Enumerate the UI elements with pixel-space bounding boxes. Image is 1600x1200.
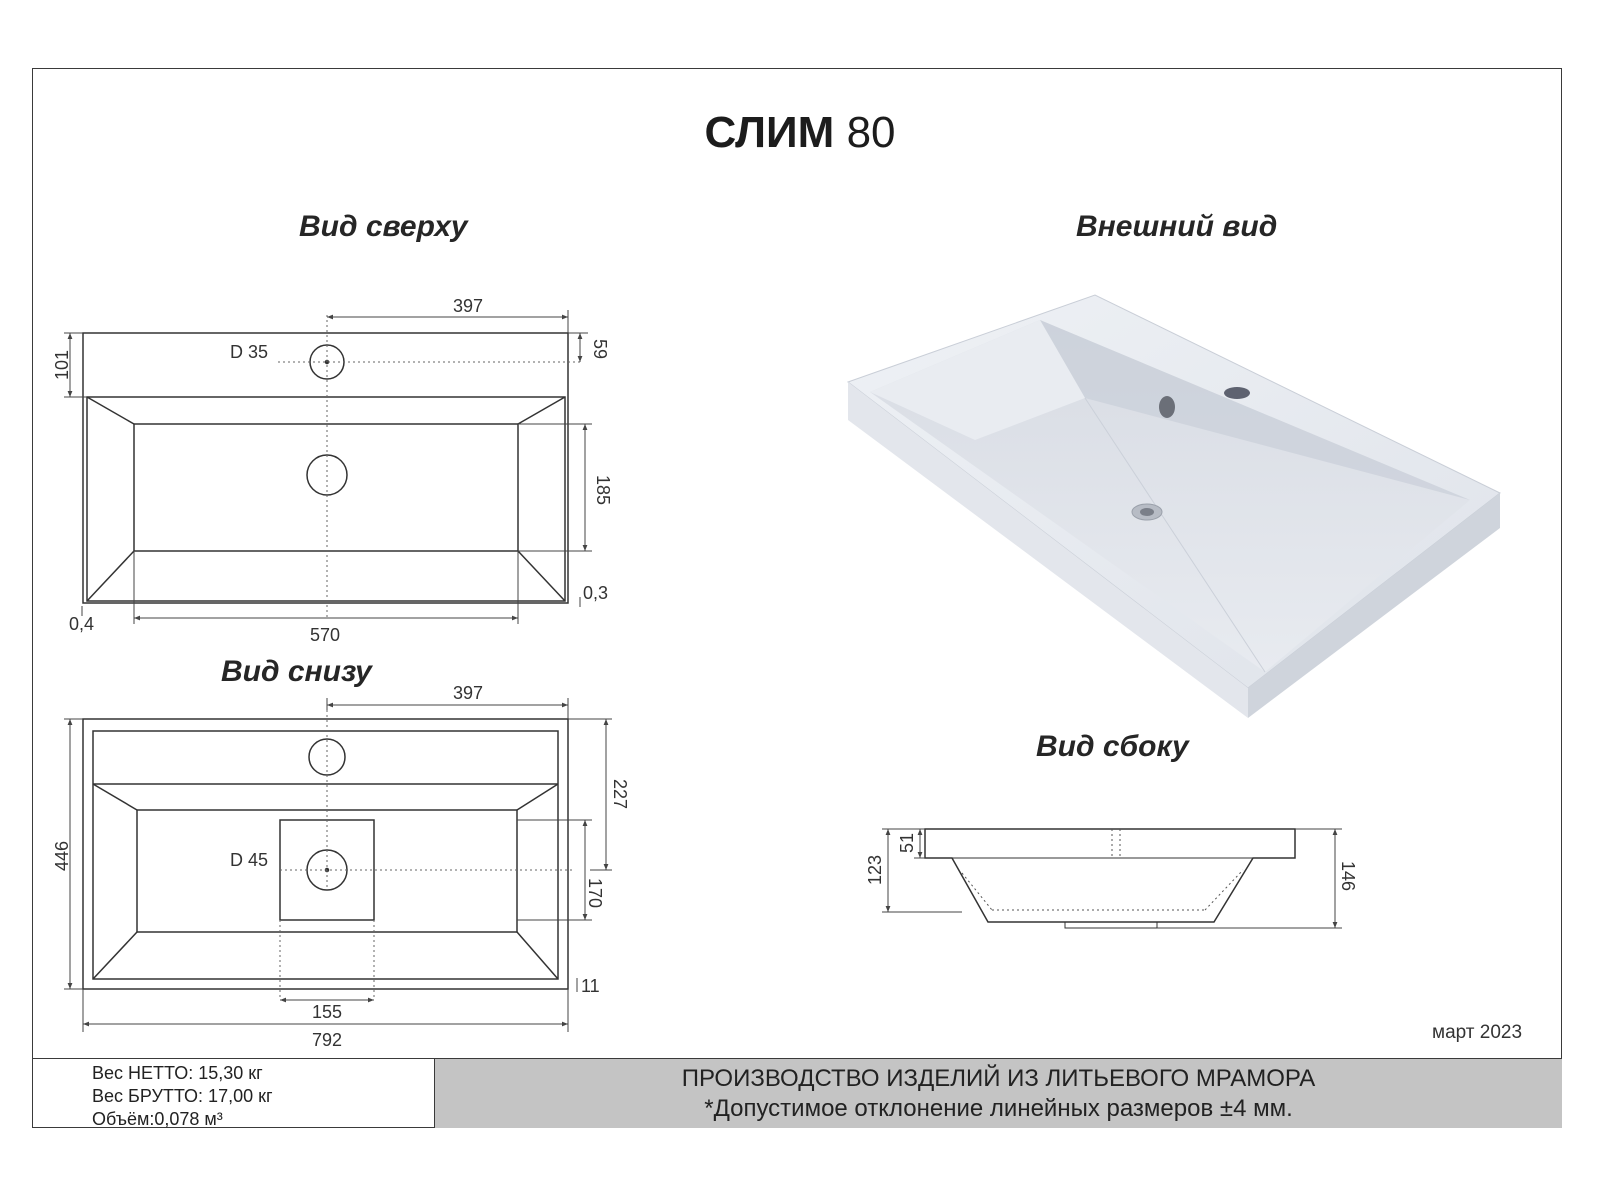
- bottom-dim-227: 227: [610, 779, 630, 809]
- top-view-dimensions: 397 101 59 D 35 185 0,3 0,4 570: [52, 296, 613, 645]
- side-dim-51: 51: [897, 833, 917, 853]
- net-weight: Вес НЕТТО: 15,30 кг: [92, 1063, 263, 1083]
- side-view-drawing: [882, 828, 1342, 929]
- bottom-view-dimensions: 397 446 227 D 45 170 11 155 792: [52, 683, 630, 1050]
- top-dim-570: 570: [310, 625, 340, 645]
- bottom-dim-446: 446: [52, 841, 72, 871]
- volume: Объём:0,078 м³: [92, 1109, 223, 1129]
- bottom-view-heading: Вид снизу: [221, 655, 372, 688]
- top-view-bowl-floor: [133, 423, 519, 552]
- bottom-view-outline: [82, 718, 569, 990]
- gross-weight: Вес БРУТТО: 17,00 кг: [92, 1086, 273, 1106]
- top-dim-0-3: 0,3: [583, 583, 608, 603]
- bottom-hole-label: D 45: [230, 850, 268, 870]
- bottom-dim-170: 170: [585, 878, 605, 908]
- top-dim-101: 101: [52, 350, 72, 380]
- bottom-dim-792: 792: [312, 1030, 342, 1050]
- side-dim-146: 146: [1338, 861, 1358, 891]
- top-dim-59: 59: [590, 339, 610, 359]
- top-view-outline: [82, 332, 569, 604]
- side-dim-123: 123: [865, 855, 885, 885]
- side-view-heading: Вид сбоку: [1036, 730, 1189, 763]
- top-view-heading: Вид сверху: [299, 210, 468, 243]
- bottom-view-drawing: [64, 698, 612, 1032]
- date-label: март 2023: [1432, 1022, 1523, 1043]
- sink-tap-hole: [1159, 396, 1175, 418]
- top-view-drawing: [64, 310, 592, 624]
- sink-illustration: [846, 294, 1501, 718]
- bottom-dim-11: 11: [581, 976, 600, 996]
- title-model: 80: [846, 108, 896, 157]
- bottom-view-inner-frame: [92, 730, 559, 980]
- bottom-dim-397: 397: [453, 683, 483, 703]
- external-view-heading: Внешний вид: [1076, 210, 1278, 243]
- top-hole-label: D 35: [230, 342, 268, 362]
- top-dim-0-4: 0,4: [69, 614, 94, 634]
- title-bold: СЛИМ: [704, 108, 835, 157]
- top-dim-397: 397: [453, 296, 483, 316]
- sink-overflow-hole: [1224, 387, 1250, 399]
- side-view-dimensions: 123 51 146: [865, 833, 1358, 891]
- specs-block: Вес НЕТТО: 15,30 кг Вес БРУТТО: 17,00 кг…: [32, 1058, 435, 1129]
- footer-banner: ПРОИЗВОДСТВО ИЗДЕЛИЙ ИЗ ЛИТЬЕВОГО МРАМОР…: [435, 1058, 1562, 1128]
- company-line: ПРОИЗВОДСТВО ИЗДЕЛИЙ ИЗ ЛИТЬЕВОГО МРАМОР…: [681, 1065, 1316, 1092]
- bottom-dim-155: 155: [312, 1002, 342, 1022]
- side-view-outline: [924, 828, 1296, 923]
- top-view-bowl-rim: [86, 396, 566, 602]
- page-title: СЛИМ 80: [0, 108, 1600, 158]
- top-dim-185: 185: [593, 475, 613, 505]
- tolerance-note: *Допустимое отклонение линейных размеров…: [704, 1095, 1293, 1122]
